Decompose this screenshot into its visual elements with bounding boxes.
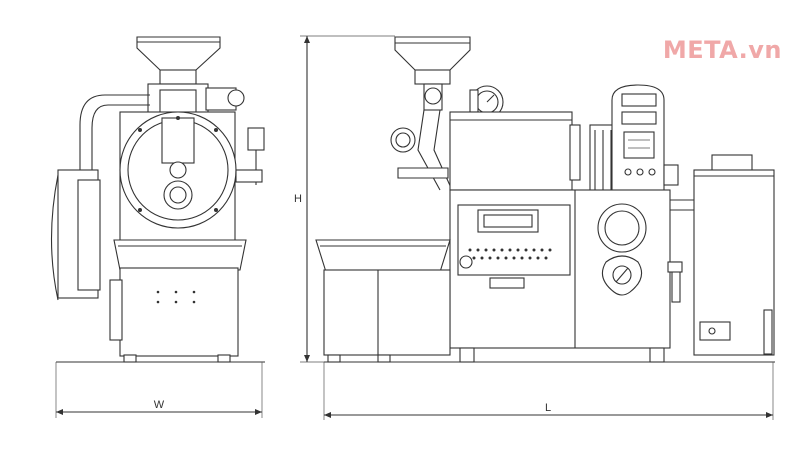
width-dimension-label: W (154, 399, 165, 411)
front-panel-dots (468, 248, 552, 260)
length-dimension-label: L (545, 402, 551, 414)
height-dimension-label: H (294, 193, 302, 205)
meta-logo: META.vn (662, 36, 782, 64)
side-view (300, 35, 775, 420)
front-view (50, 36, 265, 418)
